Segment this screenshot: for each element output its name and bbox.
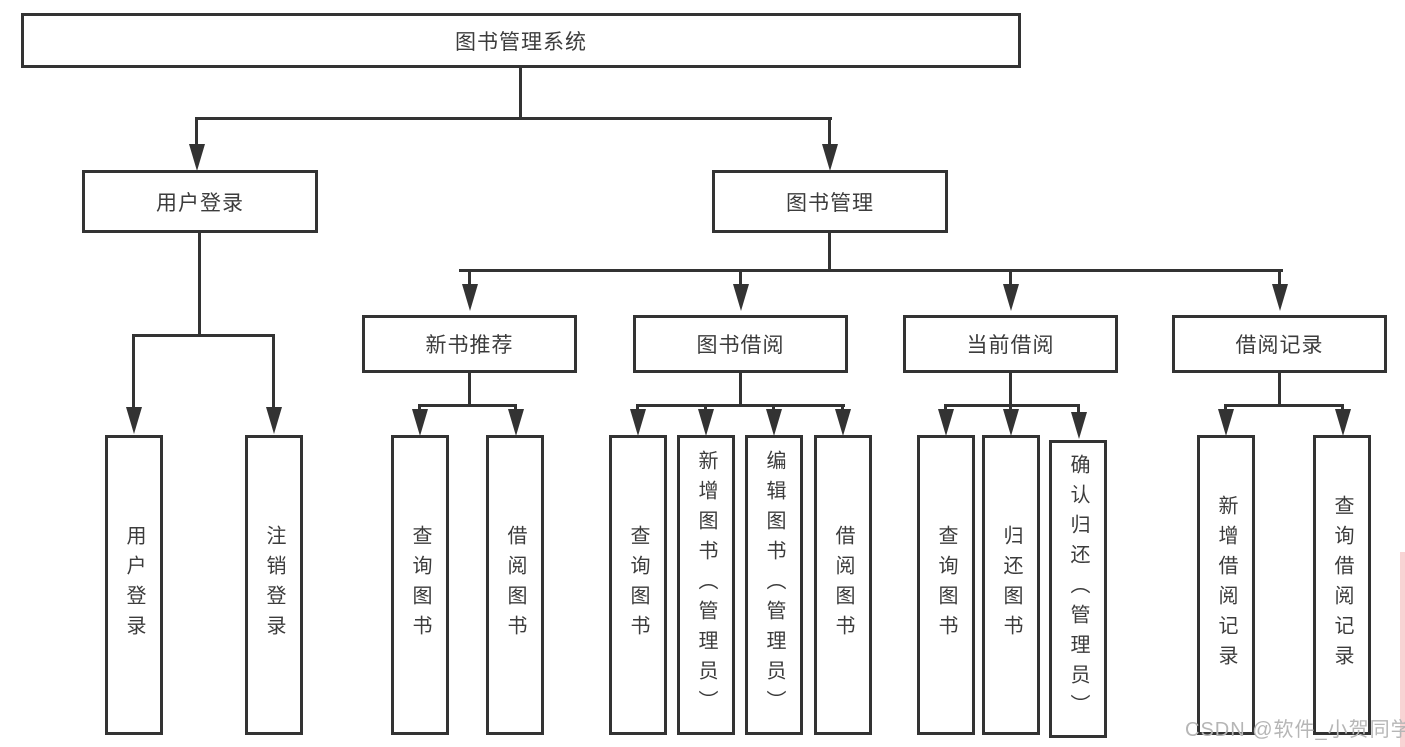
leaf-query-book-3-label: 查询图书 — [935, 525, 957, 645]
connector-drop-book-borrow — [739, 269, 742, 286]
leaf-user-login-label: 用户登录 — [123, 525, 145, 645]
arrowhead-book-borrow-icon — [733, 284, 749, 311]
arrowhead-groupC-leaf1-icon — [938, 409, 954, 436]
connector-groupA-crossbar — [418, 404, 517, 407]
leaf-query-book-1-label: 查询图书 — [409, 525, 431, 645]
connector-groupD-drop1 — [1224, 404, 1227, 411]
connector-groupB-drop1 — [636, 404, 639, 411]
connector-groupC-drop3 — [1077, 404, 1080, 413]
connector-drop-user-login — [195, 117, 198, 146]
leaf-add-book-admin: 新增图书（管理员） — [677, 435, 735, 735]
connector-drop-logout-leaf — [272, 334, 275, 408]
arrowhead-groupB-leaf4-icon — [835, 409, 851, 436]
leaf-confirm-return-admin-label: 确认归还（管理员） — [1067, 454, 1089, 724]
leaf-logout: 注销登录 — [245, 435, 303, 735]
leaf-add-borrow-record-label: 新增借阅记录 — [1215, 495, 1237, 675]
connector-groupA-drop2 — [514, 404, 517, 411]
leaf-borrow-book-2: 借阅图书 — [814, 435, 872, 735]
leaf-borrow-book-2-label: 借阅图书 — [832, 525, 854, 645]
leaf-borrow-book-1: 借阅图书 — [486, 435, 544, 735]
leaf-query-book-2-label: 查询图书 — [627, 525, 649, 645]
connector-book-mgmt-crossbar — [459, 269, 1283, 272]
connector-user-login-crossbar — [132, 334, 275, 337]
node-borrow-records: 借阅记录 — [1172, 315, 1387, 373]
connector-drop-borrow-records — [1278, 269, 1281, 286]
leaf-user-login: 用户登录 — [105, 435, 163, 735]
leaf-query-borrow-record-label: 查询借阅记录 — [1331, 495, 1353, 675]
leaf-return-book: 归还图书 — [982, 435, 1040, 735]
node-book-borrow-label: 图书借阅 — [696, 334, 785, 357]
connector-drop-current-borrow — [1009, 269, 1012, 286]
node-user-login-label: 用户登录 — [156, 191, 244, 215]
connector-drop-new-book — [468, 269, 471, 286]
node-current-borrow: 当前借阅 — [903, 315, 1118, 373]
node-current-borrow-label: 当前借阅 — [966, 334, 1055, 357]
connector-groupB-crossbar — [636, 404, 845, 407]
connector-book-mgmt-stem — [828, 233, 831, 272]
leaf-edit-book-admin: 编辑图书（管理员） — [745, 435, 803, 735]
arrowhead-user-login-icon — [189, 144, 205, 171]
connector-groupB-drop3 — [772, 404, 775, 411]
connector-groupD-crossbar — [1224, 404, 1344, 407]
connector-drop-book-mgmt — [828, 117, 831, 146]
leaf-add-book-admin-label: 新增图书（管理员） — [695, 450, 717, 720]
leaf-edit-book-admin-label: 编辑图书（管理员） — [763, 450, 785, 720]
leaf-borrow-book-1-label: 借阅图书 — [504, 525, 526, 645]
connector-drop-login-leaf — [132, 334, 135, 408]
arrowhead-borrow-records-icon — [1272, 284, 1288, 311]
arrowhead-groupB-leaf3-icon — [766, 409, 782, 436]
node-root: 图书管理系统 — [21, 13, 1021, 68]
leaf-confirm-return-admin: 确认归还（管理员） — [1049, 440, 1107, 738]
arrowhead-login-leaf-icon — [126, 407, 142, 434]
arrowhead-current-borrow-icon — [1003, 284, 1019, 311]
connector-groupA-drop1 — [418, 404, 421, 411]
leaf-add-borrow-record: 新增借阅记录 — [1197, 435, 1255, 735]
arrowhead-groupD-leaf2-icon — [1335, 409, 1351, 436]
connector-root-stem — [519, 68, 522, 119]
leaf-logout-label: 注销登录 — [263, 525, 285, 645]
connector-groupC-stem — [1009, 373, 1012, 407]
node-book-management: 图书管理 — [712, 170, 948, 233]
leaf-query-book-3: 查询图书 — [917, 435, 975, 735]
arrowhead-logout-leaf-icon — [266, 407, 282, 434]
leaf-return-book-label: 归还图书 — [1000, 525, 1022, 645]
node-new-book-recommend: 新书推荐 — [362, 315, 577, 373]
connector-groupC-crossbar — [944, 404, 1080, 407]
connector-groupD-stem — [1278, 373, 1281, 407]
connector-groupC-drop2 — [1009, 404, 1012, 411]
right-edge-strip — [1400, 552, 1405, 747]
connector-groupB-drop2 — [704, 404, 707, 411]
node-root-label: 图书管理系统 — [455, 30, 587, 54]
arrowhead-groupA-leaf1-icon — [412, 409, 428, 436]
arrowhead-new-book-icon — [462, 284, 478, 311]
node-new-book-recommend-label: 新书推荐 — [425, 334, 514, 357]
connector-groupD-drop2 — [1341, 404, 1344, 411]
arrowhead-groupA-leaf2-icon — [508, 409, 524, 436]
arrowhead-book-mgmt-icon — [822, 144, 838, 171]
connector-user-login-stem — [198, 233, 201, 337]
arrowhead-groupC-leaf2-icon — [1003, 409, 1019, 436]
node-user-login: 用户登录 — [82, 170, 318, 233]
leaf-query-borrow-record: 查询借阅记录 — [1313, 435, 1371, 735]
arrowhead-groupB-leaf2-icon — [698, 409, 714, 436]
node-book-management-label: 图书管理 — [786, 191, 874, 215]
node-book-borrow: 图书借阅 — [633, 315, 848, 373]
connector-groupC-drop1 — [944, 404, 947, 411]
connector-root-crossbar — [195, 117, 832, 120]
arrowhead-groupC-leaf3-icon — [1071, 412, 1087, 439]
connector-groupB-stem — [739, 373, 742, 407]
arrowhead-groupB-leaf1-icon — [630, 409, 646, 436]
csdn-watermark: CSDN @软件_小贺同学 — [1185, 719, 1405, 741]
connector-groupB-drop4 — [841, 404, 844, 411]
arrowhead-groupD-leaf1-icon — [1218, 409, 1234, 436]
leaf-query-book-2: 查询图书 — [609, 435, 667, 735]
connector-groupA-stem — [468, 373, 471, 407]
node-borrow-records-label: 借阅记录 — [1235, 334, 1324, 357]
leaf-query-book-1: 查询图书 — [391, 435, 449, 735]
